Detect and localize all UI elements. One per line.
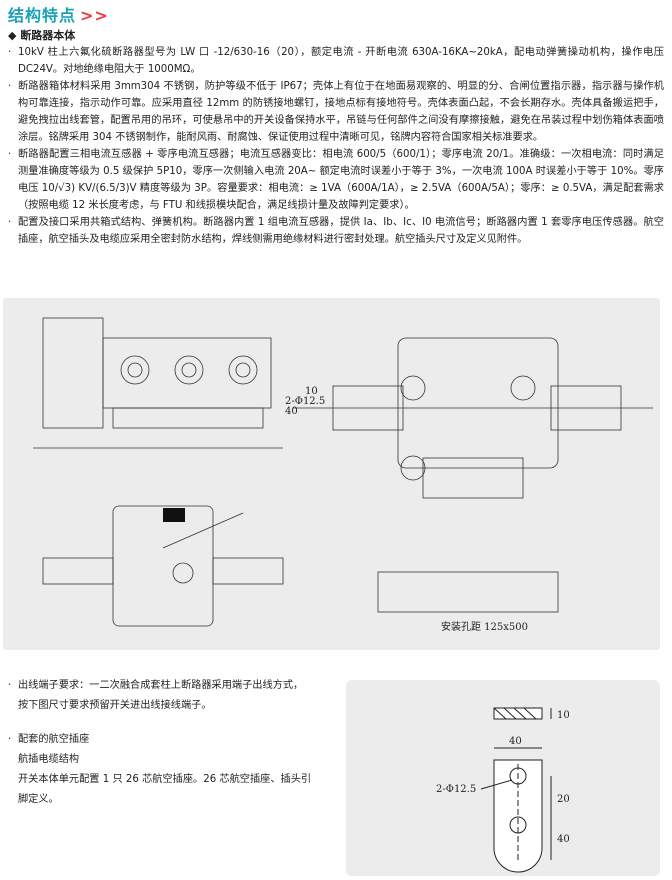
right-bushing-shape bbox=[550, 385, 622, 431]
side-dim: 40 bbox=[285, 406, 298, 417]
terminal-plate-shape bbox=[493, 759, 543, 873]
socket-inner-icon bbox=[181, 362, 197, 378]
spec-item-model: 10kV 柱上六氟化硫断路器型号为 LW 口 -12/630-16（20），额定… bbox=[8, 44, 664, 78]
ring-icon bbox=[510, 375, 536, 401]
dim-value: 10 bbox=[305, 386, 318, 397]
left-bushing-shape bbox=[332, 385, 404, 431]
base-frame-shape bbox=[112, 407, 264, 429]
spec-item-interface: 配置及接口采用共箱式结构、弹簧机构。断路器内置 1 组电流互感器，提供 Ia、I… bbox=[8, 214, 664, 248]
side-case-shape bbox=[397, 337, 559, 469]
dim-label: 2-Φ12.5 bbox=[285, 396, 325, 407]
diamond-icon: ◆ bbox=[8, 29, 17, 42]
top-right-bushing-shape bbox=[212, 557, 284, 585]
install-plate-shape bbox=[377, 571, 559, 613]
indicator-icon bbox=[172, 562, 194, 584]
leader-line bbox=[480, 779, 513, 790]
plug-title: 配套的航空插座 bbox=[8, 730, 338, 750]
terminal-drawing: 10 40 20 40 2-Φ12.5 bbox=[346, 680, 660, 876]
bottom-text: 出线端子要求：一二次融合成套柱上断路器采用端子出线方式， 按下图尺寸要求预留开关… bbox=[8, 676, 338, 810]
side-bracket-shape bbox=[42, 317, 104, 429]
socket-inner-icon bbox=[235, 362, 251, 378]
socket-icon bbox=[228, 355, 258, 385]
ring-icon bbox=[400, 375, 426, 401]
width-dim: 40 bbox=[509, 736, 522, 747]
plug-desc-2: 脚定义。 bbox=[18, 794, 59, 805]
thickness-dim: 10 bbox=[557, 710, 570, 721]
terminal-drawing-svg: 10 40 20 40 2-Φ12.5 bbox=[436, 707, 570, 873]
hole-label: 2-Φ12.5 bbox=[436, 784, 476, 795]
hatch-line bbox=[513, 707, 527, 720]
socket-icon bbox=[120, 355, 150, 385]
spec-item-transformer: 断路器配置三相电流互感器 + 零序电流互感器；电流互感器变比：相电流 600/5… bbox=[8, 146, 664, 214]
mechanism-icon bbox=[400, 455, 426, 481]
top-left-bushing-shape bbox=[42, 557, 114, 585]
outlet-title: 出线端子要求：一二次融合成套柱上断路器采用端子出线方式， bbox=[8, 676, 338, 696]
hatch-line bbox=[493, 707, 507, 720]
plug-sub: 航插电缆结构 bbox=[18, 754, 80, 765]
lower-dim: 40 bbox=[557, 834, 570, 845]
breaker-drawing-svg: 2-Φ12.5 10 40 安装孔距 125x500 bbox=[33, 317, 653, 633]
terminal-thickness-shape bbox=[493, 707, 543, 720]
title-arrows: >> bbox=[80, 6, 109, 25]
socket-icon bbox=[174, 355, 204, 385]
spec-list: 10kV 柱上六氟化硫断路器型号为 LW 口 -12/630-16（20），额定… bbox=[8, 44, 664, 248]
install-label: 安装孔距 125x500 bbox=[441, 620, 528, 633]
outlet-desc: 按下图尺寸要求预留开关进出线接线端子。 bbox=[18, 700, 212, 711]
breaker-drawing: 2-Φ12.5 10 40 安装孔距 125x500 bbox=[3, 298, 660, 650]
hole-spacing-dim: 20 bbox=[557, 794, 570, 805]
lever-line bbox=[162, 512, 244, 549]
hatch-line bbox=[503, 707, 517, 720]
indicator-window-shape bbox=[163, 508, 185, 522]
title-text: 结构特点 bbox=[8, 6, 77, 25]
mechanism-box-shape bbox=[422, 457, 524, 499]
top-case-shape bbox=[112, 505, 214, 627]
section-heading-label: 断路器本体 bbox=[20, 29, 76, 42]
spec-item-enclosure: 断路器箱体材料采用 3mm304 不锈钢，防护等级不低于 IP67；壳体上有位于… bbox=[8, 78, 664, 146]
hatch-line bbox=[523, 707, 537, 720]
section-heading: ◆ 断路器本体 bbox=[8, 27, 75, 43]
front-case-shape bbox=[102, 337, 272, 409]
page-title: 结构特点>> bbox=[8, 2, 109, 26]
socket-inner-icon bbox=[127, 362, 143, 378]
plug-desc-1: 开关本体单元配置 1 只 26 芯航空插座。26 芯航空插座、插头引 bbox=[18, 774, 312, 785]
